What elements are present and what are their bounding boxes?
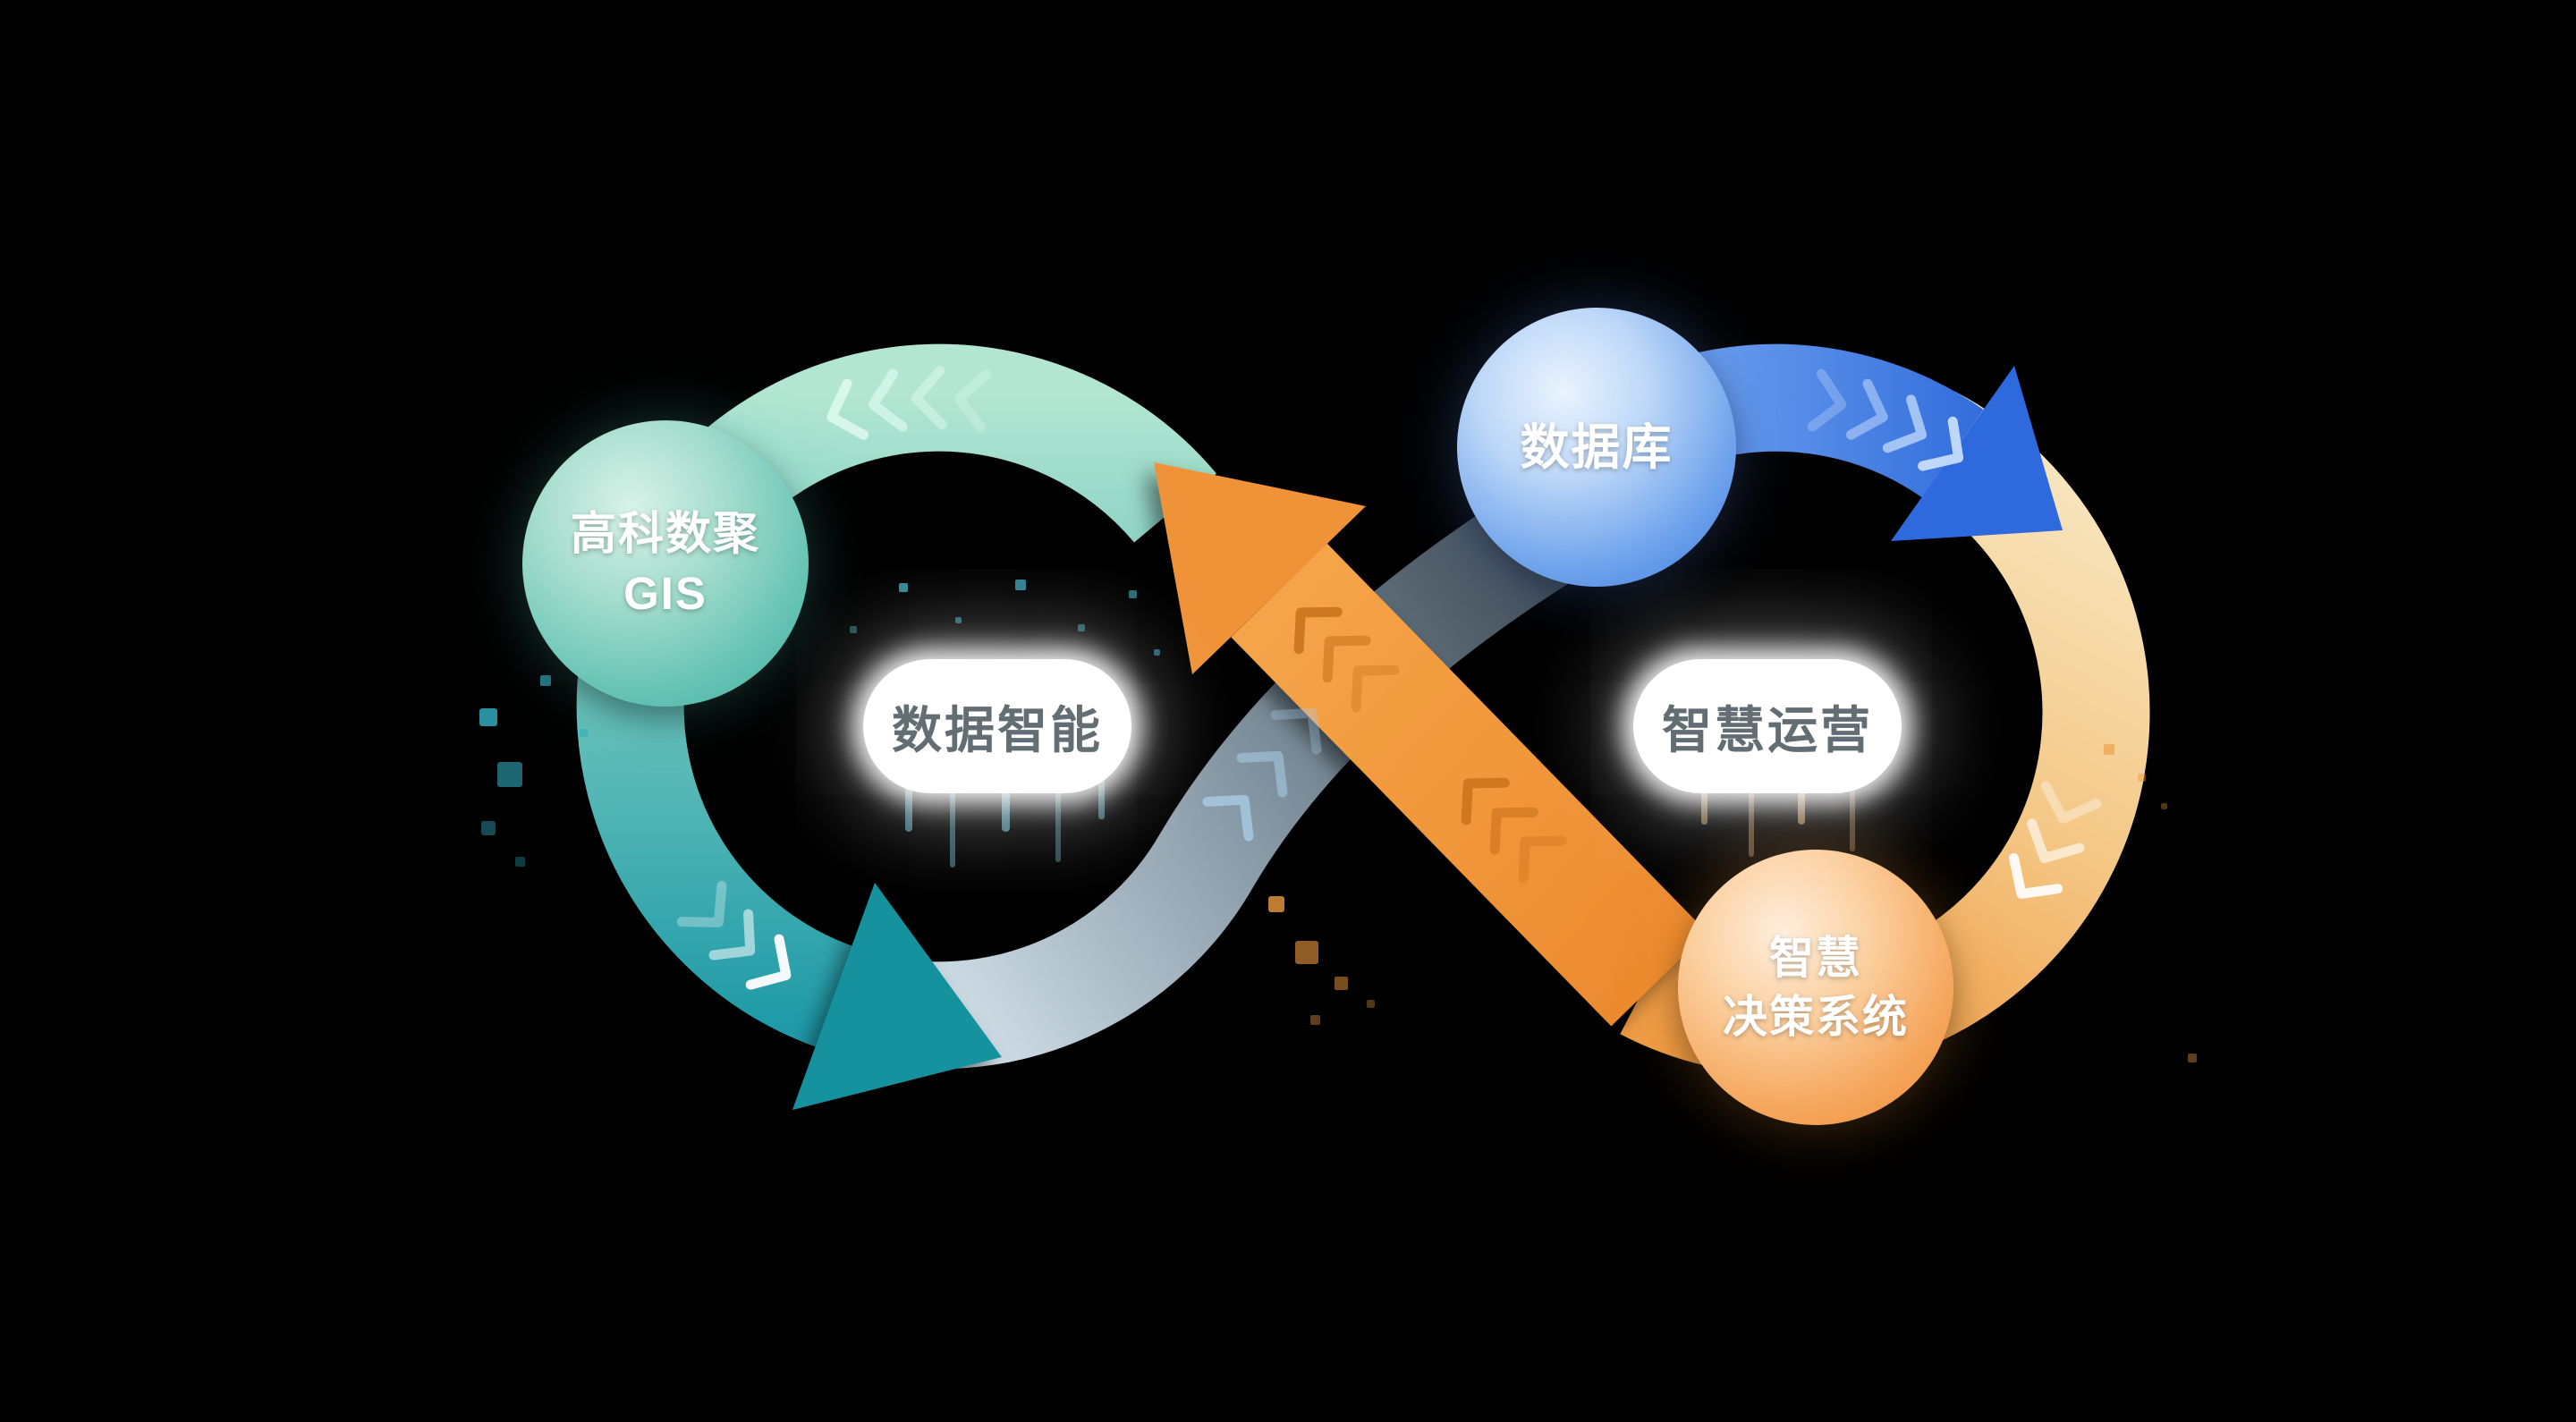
scatter-dots-teal [479, 572, 633, 867]
node-database: 数据库 [1457, 308, 1736, 587]
node-gis: 高科数聚 GIS [522, 420, 809, 707]
node-decision-line1: 智慧 [1769, 933, 1862, 983]
node-decision-line2: 决策系统 [1723, 992, 1909, 1042]
light-blue-band [888, 454, 1629, 1070]
teal-arrowhead [792, 883, 1002, 1110]
orange-arrowhead [1154, 462, 1366, 674]
node-gis-line1: 高科数聚 [570, 507, 760, 559]
label-left-loop-text: 数据智能 [892, 701, 1103, 758]
label-right-loop: 智慧运营 [1633, 659, 1902, 793]
label-left-loop: 数据智能 [863, 659, 1131, 793]
scatter-dots-orange [1268, 744, 2197, 1062]
blue-arrowhead [1891, 366, 2063, 541]
node-decision-system: 智慧 决策系统 [1678, 850, 1953, 1125]
node-gis-line2: GIS [623, 568, 708, 619]
label-right-loop-text: 智慧运营 [1662, 701, 1873, 758]
node-database-label: 数据库 [1520, 419, 1674, 475]
scatter-dots-cyan [850, 580, 1160, 656]
